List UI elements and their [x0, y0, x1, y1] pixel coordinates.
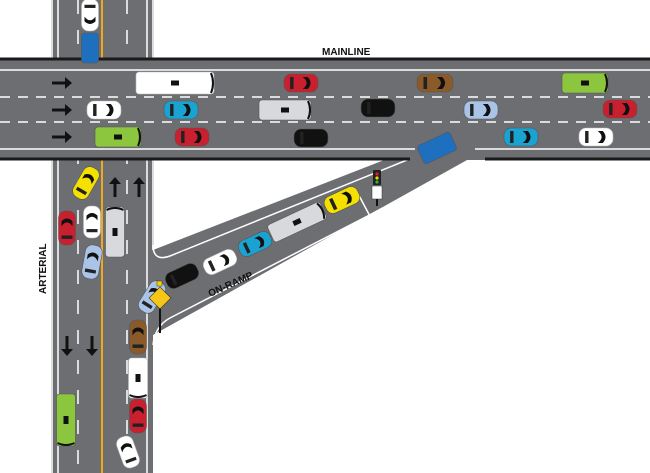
lane-arrow-icon [52, 131, 72, 143]
car [238, 231, 272, 257]
mainline-label: MAINLINE [322, 47, 371, 58]
car [81, 0, 99, 32]
bus [258, 99, 312, 121]
lane-arrow-icon [52, 104, 72, 116]
bus [94, 126, 142, 148]
lane-arrow-icon [61, 336, 73, 356]
lane-arrow-icon [133, 177, 145, 197]
bus [135, 71, 215, 95]
bus [105, 206, 125, 258]
truck [417, 132, 457, 164]
car [578, 127, 614, 147]
arterial-label: ARTERIAL [38, 243, 49, 294]
car [163, 100, 199, 120]
car [416, 73, 454, 93]
car [203, 249, 237, 275]
truck [81, 32, 99, 64]
car [293, 128, 329, 148]
car [129, 319, 147, 355]
car [165, 263, 199, 289]
car [174, 127, 210, 147]
car [323, 186, 361, 214]
ramp-meter-signal [371, 170, 383, 206]
car [503, 127, 539, 147]
car [129, 398, 147, 434]
car [72, 166, 100, 200]
car [81, 244, 103, 280]
warning-sign [148, 280, 172, 333]
lane-arrow-icon [86, 336, 98, 356]
car [463, 100, 499, 120]
car [58, 210, 76, 246]
car [86, 100, 122, 120]
bus [561, 72, 609, 94]
bus [267, 201, 327, 243]
car [360, 98, 396, 118]
lane-arrow-icon [52, 77, 72, 89]
on-ramp-road [153, 150, 485, 335]
car [83, 205, 101, 239]
car [116, 435, 140, 469]
bus [56, 393, 76, 447]
bus [128, 357, 148, 399]
car [283, 73, 319, 93]
lane-arrow-icon [109, 177, 121, 197]
car [602, 99, 638, 119]
